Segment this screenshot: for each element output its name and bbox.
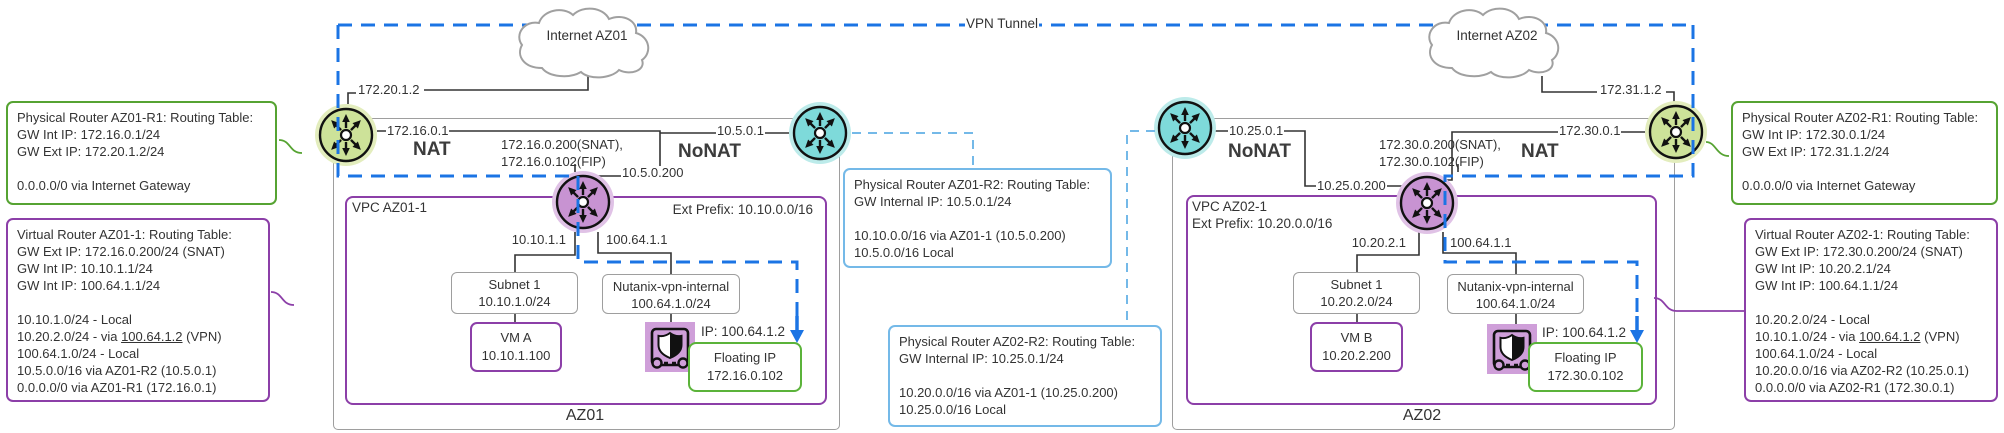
ip-label-subnet-gw-az01: 10.10.1.1 <box>511 232 566 247</box>
vpc-ext-prefix-az02: Ext Prefix: 10.20.0.0/16 <box>1192 216 1333 231</box>
ip-label-nat-if-az02: 172.30.0.1 <box>1558 123 1622 138</box>
subnet-box-az02: Subnet 1 10.20.2.0/24 <box>1293 272 1420 314</box>
zone-box-az02 <box>1172 118 1675 430</box>
ip-label-vpn-ip-az01: IP: 100.64.1.2 <box>701 324 786 339</box>
ip-label-ext-az01: 172.20.1.2 <box>357 82 421 97</box>
ip-label-nonat-if-az02: 10.25.0.1 <box>1228 123 1285 138</box>
floating-ip-box-az01: Floating IP 172.16.0.102 <box>688 342 802 392</box>
internet-cloud-az02 <box>1428 7 1560 79</box>
vpc-title-az02: VPC AZ02-1 <box>1192 199 1268 214</box>
ip-label-nonat-if-az01: 10.5.0.1 <box>716 123 765 138</box>
ip-label-nat-if-az01: 172.16.0.1 <box>386 123 450 138</box>
ip-label-snat-az02: 172.30.0.200(SNAT), 172.30.0.102(FIP) <box>1379 137 1501 169</box>
callout-connectors <box>852 130 1155 324</box>
vpn-tunnel-arrows <box>790 316 1644 343</box>
nonat-router-icon-az02 <box>1154 97 1216 159</box>
nat-label-az02: NAT <box>1521 141 1559 162</box>
nonat-label-az01: NoNAT <box>678 141 741 162</box>
vpn-route-line: 10.10.1.0/24 - via 100.64.1.2 (VPN) <box>1755 329 1960 344</box>
callout-squiggles <box>270 139 1744 312</box>
routing-table-az02-r2: Physical Router AZ02-R2: Routing Table: … <box>888 325 1162 427</box>
zone-label-az01: AZ01 <box>565 407 605 424</box>
virtual-router-icon-az02 <box>1396 172 1458 234</box>
nat-router-icon-az01 <box>315 104 377 166</box>
nat-label-az01: NAT <box>413 139 451 160</box>
internet-cloud-az01 <box>518 7 650 79</box>
nonat-label-az02: NoNAT <box>1228 141 1291 162</box>
routing-table-az02-r1: Physical Router AZ02-R1: Routing Table: … <box>1731 101 1998 205</box>
virtual-router-icon-az01 <box>552 171 614 233</box>
routing-table-az01-r1: Physical Router AZ01-R1: Routing Table: … <box>6 101 277 205</box>
vpn-route-line: 10.20.2.0/24 - via 100.64.1.2 (VPN) <box>17 329 222 344</box>
vpn-subnet-box-az02: Nutanix-vpn-internal 100.64.1.0/24 <box>1447 274 1584 314</box>
cloud-label-az01: Internet AZ01 <box>546 28 628 43</box>
vpn-peer-link[interactable]: 100.64.1.2 <box>121 329 183 344</box>
zone-box-az01 <box>333 118 840 430</box>
routing-table-az02-vr: Virtual Router AZ02-1: Routing Table: GW… <box>1744 218 1998 402</box>
vpn-subnet-box-az01: Nutanix-vpn-internal 100.64.1.0/24 <box>602 274 740 314</box>
ip-label-vpn-gw-az01: 100.64.1.1 <box>606 232 668 247</box>
vpc-ext-prefix-az01: Ext Prefix: 10.10.0.0/16 <box>672 202 813 217</box>
vpn-tunnel-label: VPN Tunnel <box>965 16 1040 31</box>
ip-label-vpc-ext-az02: 10.25.0.200 <box>1316 178 1387 193</box>
routing-table-az01-vr: Virtual Router AZ01-1: Routing Table: GW… <box>6 218 270 402</box>
ip-label-subnet-gw-az02: 10.20.2.1 <box>1351 235 1406 250</box>
ip-label-ext-az02: 172.31.1.2 <box>1599 82 1663 97</box>
nat-router-icon-az02 <box>1645 101 1707 163</box>
vm-box-az01: VM A 10.10.1.100 <box>470 322 562 372</box>
ip-label-vpn-ip-az02: IP: 100.64.1.2 <box>1542 325 1627 340</box>
vpn-peer-link[interactable]: 100.64.1.2 <box>1859 329 1921 344</box>
vpc-title-az01: VPC AZ01-1 <box>352 200 428 215</box>
routing-table-az01-r2: Physical Router AZ01-R2: Routing Table: … <box>843 168 1112 268</box>
ip-label-vpc-ext-az01: 10.5.0.200 <box>621 165 685 180</box>
floating-ip-box-az02: Floating IP 172.30.0.102 <box>1528 342 1643 392</box>
subnet-box-az01: Subnet 1 10.10.1.0/24 <box>451 272 578 314</box>
vm-box-az02: VM B 10.20.2.200 <box>1310 322 1403 372</box>
zone-label-az02: AZ02 <box>1402 407 1442 424</box>
ip-label-snat-az01: 172.16.0.200(SNAT), 172.16.0.102(FIP) <box>501 137 623 169</box>
nonat-router-icon-az01 <box>789 102 851 164</box>
cloud-label-az02: Internet AZ02 <box>1456 28 1538 43</box>
ip-label-vpn-gw-az02: 100.64.1.1 <box>1450 235 1512 250</box>
